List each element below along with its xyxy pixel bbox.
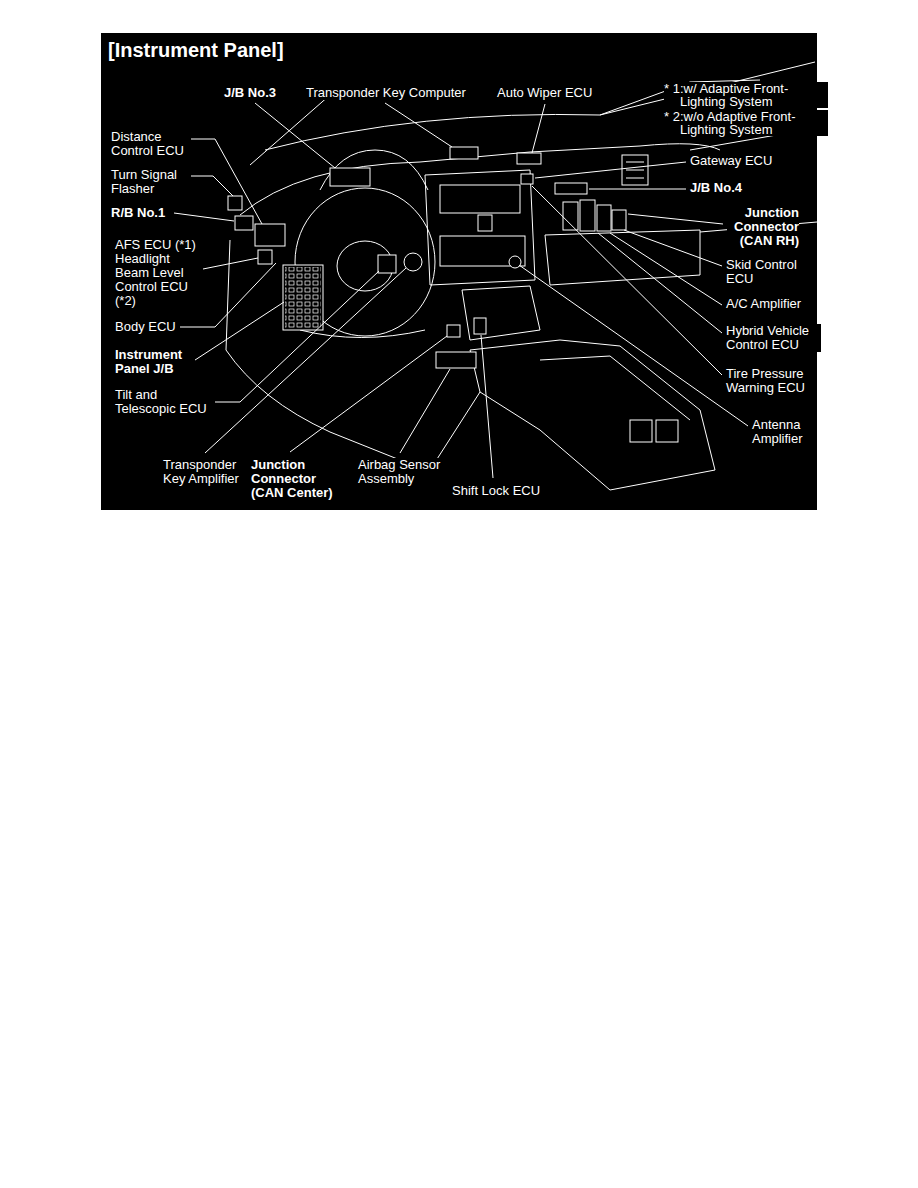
leader-line: [481, 335, 493, 478]
diagram-title: [Instrument Panel]: [108, 38, 284, 62]
component-box: [330, 168, 370, 186]
component-box: [436, 352, 476, 368]
component-box: [228, 147, 626, 368]
component-box: [509, 256, 521, 268]
part-label: Distance Control ECU: [111, 130, 191, 158]
leader-line: [624, 230, 722, 266]
leader-line: [598, 233, 722, 333]
component-box: [474, 318, 486, 334]
part-label: A/C Amplifier: [726, 297, 801, 311]
component-box: [228, 196, 242, 210]
dashboard-outline: [630, 420, 652, 442]
leader-line: [290, 336, 447, 452]
dashboard-outline: [470, 340, 715, 490]
leader-line: [255, 103, 335, 168]
leader-line: [519, 265, 748, 426]
leader-line: [205, 268, 406, 453]
leader-line: [212, 271, 379, 402]
part-label: Junction Connector (CAN Center): [251, 458, 343, 500]
dashboard-outline: [656, 420, 678, 442]
leader-line: [400, 369, 450, 453]
dashboard-outline: [320, 150, 428, 190]
leader-line: [532, 104, 545, 153]
component-box: [283, 265, 323, 330]
footnote: * 2:w/o Adaptive Front- Lighting System: [664, 110, 828, 136]
component-box: [255, 224, 285, 246]
component-box: [235, 216, 253, 230]
leader-line: [174, 213, 234, 221]
part-label: Body ECU: [115, 320, 176, 334]
part-label: Auto Wiper ECU: [497, 86, 592, 100]
leader-line: [172, 103, 748, 478]
leader-line: [385, 103, 452, 147]
part-label: J/B No.4: [690, 181, 742, 195]
part-label: R/B No.1: [111, 206, 165, 220]
part-label: Tire Pressure Warning ECU: [726, 367, 816, 395]
part-label: Shift Lock ECU: [452, 484, 540, 498]
part-label: Antenna Amplifier: [752, 418, 817, 446]
part-label: J/B No.3: [224, 86, 276, 100]
leader-line: [535, 162, 686, 178]
dashboard-outline: [545, 230, 700, 285]
component-box: [521, 174, 533, 184]
dashboard-outline: [425, 170, 535, 285]
component-box: [378, 255, 396, 273]
dashboard-outline: [622, 155, 648, 185]
leader-line: [610, 233, 722, 305]
part-label: Airbag Sensor Assembly: [358, 458, 448, 486]
component-box: [563, 202, 578, 230]
dashboard-outline: [540, 356, 690, 420]
dashboard-outline: [240, 144, 720, 215]
component-box: [612, 210, 626, 230]
dashboard-outline: [440, 185, 520, 213]
component-box: [404, 253, 422, 271]
part-label: Turn Signal Flasher: [111, 168, 191, 196]
component-box: [447, 325, 460, 337]
dashboard-outline: [626, 162, 644, 178]
part-label: Skid Control ECU: [726, 258, 806, 286]
component-box: [478, 215, 492, 231]
leader-line: [589, 189, 686, 190]
dashboard-outline: [462, 286, 540, 340]
part-label: Tilt and Telescopic ECU: [115, 388, 215, 416]
leader-line: [188, 176, 233, 196]
component-box: [450, 147, 478, 159]
leader-line: [628, 214, 723, 224]
part-label: Instrument Panel J/B: [115, 348, 195, 376]
component-box: [580, 200, 595, 231]
part-label: Gateway ECU: [690, 154, 772, 168]
part-label: Transponder Key Computer: [306, 86, 466, 100]
component-box: [258, 250, 272, 264]
leader-line: [532, 186, 722, 375]
part-label: AFS ECU (*1) Headlight Beam Level Contro…: [115, 238, 203, 308]
part-label: Transponder Key Amplifier: [163, 458, 248, 486]
component-box: [555, 183, 587, 194]
part-label: Junction Connector (CAN RH): [727, 206, 799, 248]
fuse-grid: [285, 267, 321, 328]
part-label: Hybrid Vehicle Control ECU: [726, 324, 821, 352]
component-box: [597, 205, 611, 231]
footnote: * 1:w/ Adaptive Front- Lighting System: [664, 82, 828, 108]
leader-line: [192, 302, 284, 362]
component-box: [517, 153, 541, 164]
dashboard-outline: [226, 240, 430, 472]
